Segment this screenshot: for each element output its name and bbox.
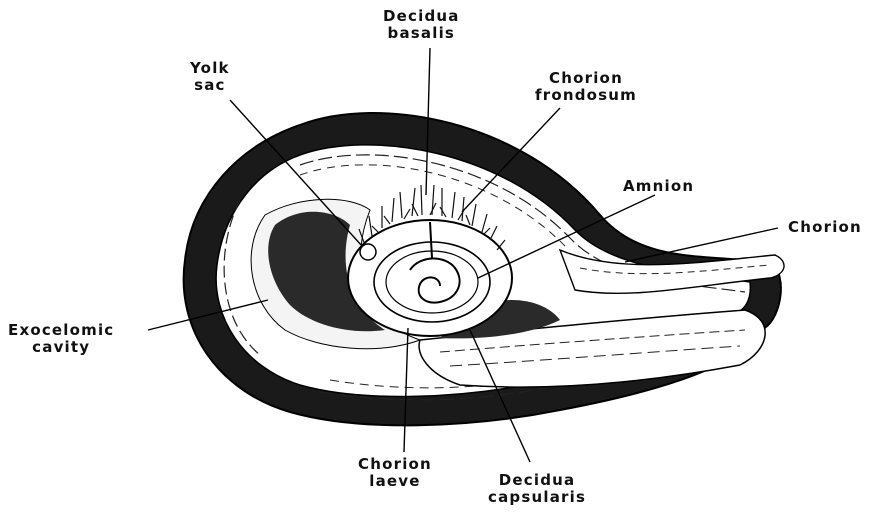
label-chorion: Chorion — [788, 219, 862, 236]
label-exocelomic-cavity: Exocelomic cavity — [8, 322, 114, 356]
label-amnion: Amnion — [623, 178, 694, 195]
label-yolk-sac: Yolk sac — [190, 60, 230, 94]
label-chorion-frondosum: Chorion frondosum — [535, 70, 637, 104]
label-decidua-capsularis: Decidua capsularis — [488, 472, 586, 506]
yolk-sac — [360, 244, 376, 260]
label-decidua-basalis: Decidua basalis — [383, 8, 460, 42]
label-chorion-laeve: Chorion laeve — [358, 456, 432, 490]
